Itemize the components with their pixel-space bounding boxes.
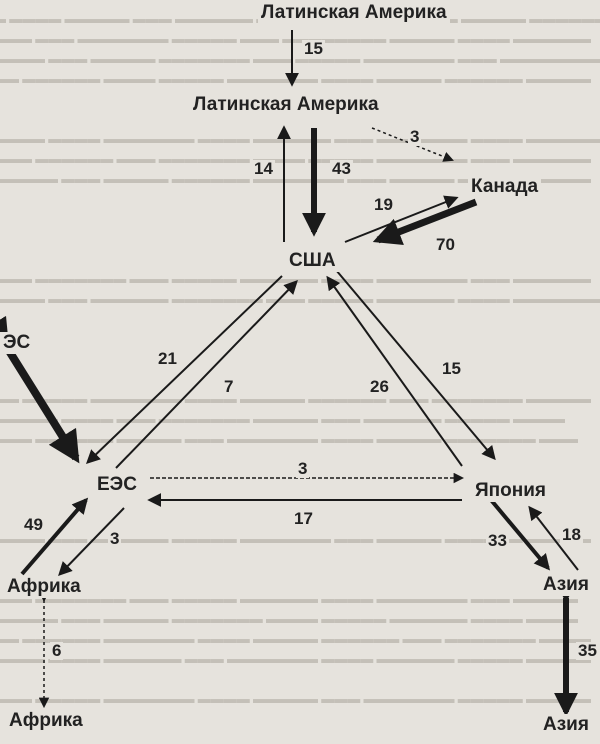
- node-latin-america: Латинская Америка: [190, 94, 382, 116]
- flow-label-latam-canada: 3: [408, 127, 422, 146]
- node-africa-bottom: Африка: [6, 710, 86, 732]
- flow-label-latam-top-latam: 15: [302, 39, 325, 58]
- flow-label-usa-ees-right: 7: [222, 377, 236, 396]
- flow-label-japan-usa: 26: [368, 377, 391, 396]
- flow-label-canada-usa-up: 19: [372, 195, 395, 214]
- node-ees: ЕЭС: [94, 474, 140, 496]
- flow-label-latam-usa-up: 14: [252, 159, 275, 178]
- node-japan: Япония: [472, 480, 549, 502]
- arrow-ees-left-ees: [0, 315, 80, 464]
- flow-label-ees-africa: 3: [108, 529, 122, 548]
- flow-label-japan-asia: 33: [486, 531, 509, 550]
- node-asia: Азия: [540, 574, 592, 596]
- flow-label-africa-africa: 6: [50, 641, 64, 660]
- node-ees-left-edge: ЭС: [0, 332, 34, 354]
- flow-label-japan-ees: 17: [292, 509, 315, 528]
- node-canada: Канада: [468, 176, 542, 198]
- arrow-asia-japan: [528, 505, 579, 571]
- flow-label-usa-ees-left: 21: [156, 349, 179, 368]
- flow-label-canada-usa-down: 70: [434, 235, 457, 254]
- flow-label-ees-japan: 3: [296, 459, 310, 478]
- node-asia-bottom: Азия: [540, 714, 592, 736]
- arrow-ees-africa: [58, 507, 125, 577]
- node-latin-america-top: Латинская Америка: [258, 2, 450, 24]
- arrow-usa-ees-right: [115, 279, 298, 469]
- arrow-usa-japan: [335, 269, 496, 461]
- node-usa: США: [286, 250, 339, 272]
- flow-label-asia-asia: 35: [576, 641, 599, 660]
- arrow-canada-usa-down: [372, 198, 478, 245]
- arrow-japan-usa: [326, 275, 463, 467]
- flow-label-usa-japan: 15: [440, 359, 463, 378]
- node-africa: Африка: [4, 576, 84, 598]
- arrow-usa-ees-left: [85, 275, 283, 464]
- flow-label-latam-usa-down: 43: [330, 159, 353, 178]
- arrow-japan-asia: [484, 492, 551, 571]
- flow-label-africa-ees: 49: [22, 515, 45, 534]
- flow-label-asia-japan: 18: [560, 525, 583, 544]
- arrow-africa-ees: [20, 497, 89, 576]
